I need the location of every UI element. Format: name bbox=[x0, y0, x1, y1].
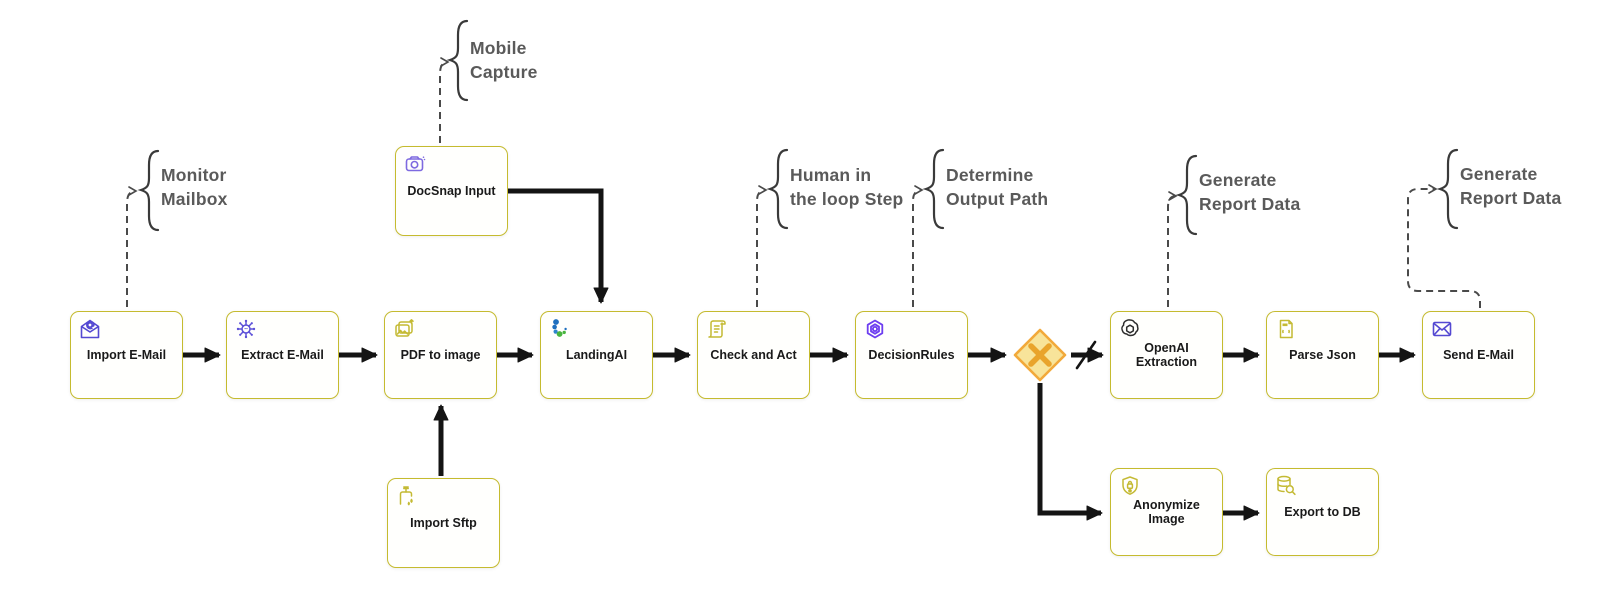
annot-line-human-loop bbox=[756, 185, 768, 307]
task-openai-extraction[interactable]: OpenAI Extraction bbox=[1110, 311, 1223, 399]
task-export-to-db[interactable]: Export to DB bbox=[1266, 468, 1379, 556]
brace-report-openai bbox=[1175, 154, 1198, 236]
scroll-icon bbox=[705, 317, 729, 341]
annotation-line: Report Data bbox=[1199, 194, 1301, 215]
task-import-email[interactable]: Import E-Mail bbox=[70, 311, 183, 399]
annotation-line: Mobile bbox=[470, 38, 527, 58]
hexagon-ring-icon bbox=[863, 317, 887, 341]
annotation-generate-report-data-send: Generate Report Data bbox=[1460, 162, 1561, 210]
camera-icon bbox=[403, 152, 427, 176]
annot-line-monitor-mailbox bbox=[126, 186, 138, 307]
task-landingai[interactable]: LandingAI bbox=[540, 311, 653, 399]
brace-output-path bbox=[922, 148, 945, 230]
task-label: Anonymize Image bbox=[1133, 498, 1200, 526]
task-send-email[interactable]: Send E-Mail bbox=[1422, 311, 1535, 399]
photos-export-icon bbox=[392, 317, 416, 341]
sftp-faucet-icon bbox=[395, 484, 419, 508]
annotation-line: Capture bbox=[470, 62, 538, 83]
task-parse-json[interactable]: Parse Json bbox=[1266, 311, 1379, 399]
annotation-line: Report Data bbox=[1460, 188, 1562, 209]
task-label: PDF to image bbox=[400, 348, 481, 362]
exclusive-gateway-x[interactable] bbox=[1012, 327, 1068, 383]
brace-report-send bbox=[1436, 148, 1459, 230]
annotation-determine-output-path: Determine Output Path bbox=[946, 163, 1048, 211]
task-docsnap-input[interactable]: DocSnap Input bbox=[395, 146, 508, 236]
task-label: Parse Json bbox=[1289, 348, 1356, 362]
flow-gateway-anonymize bbox=[1037, 383, 1103, 521]
annotation-line: Mailbox bbox=[161, 189, 228, 210]
annotation-line: the loop Step bbox=[790, 189, 904, 210]
closed-envelope-icon bbox=[1430, 317, 1454, 341]
flow-docsnap-landingai bbox=[508, 188, 609, 304]
task-extract-email[interactable]: Extract E-Mail bbox=[226, 311, 339, 399]
task-label: LandingAI bbox=[565, 348, 628, 362]
json-file-icon bbox=[1274, 317, 1298, 341]
annotation-human-in-the-loop: Human in the loop Step bbox=[790, 163, 903, 211]
annotation-mobile-capture: Mobile Capture bbox=[470, 36, 538, 84]
annotation-monitor-mailbox: Monitor Mailbox bbox=[161, 163, 228, 211]
openai-logo-icon bbox=[1118, 317, 1142, 341]
default-flow-slash bbox=[1075, 340, 1097, 370]
task-label: Import Sftp bbox=[410, 516, 477, 530]
task-label: DecisionRules bbox=[868, 348, 955, 362]
ai-hub-icon bbox=[234, 317, 258, 341]
task-decisionrules[interactable]: DecisionRules bbox=[855, 311, 968, 399]
gateway-x-icon bbox=[1028, 343, 1052, 367]
brace-mobile-capture bbox=[446, 19, 469, 102]
task-label: Import E-Mail bbox=[86, 348, 167, 362]
task-label: Send E-Mail bbox=[1443, 348, 1514, 362]
annotation-line: Output Path bbox=[946, 189, 1049, 210]
task-check-and-act[interactable]: Check and Act bbox=[697, 311, 810, 399]
annotation-line: Human in bbox=[790, 165, 872, 185]
annot-line-output-path bbox=[912, 185, 924, 307]
annot-line-mobile-capture bbox=[439, 57, 450, 143]
task-label: Export to DB bbox=[1284, 505, 1361, 519]
task-anonymize-image[interactable]: Anonymize Image bbox=[1110, 468, 1223, 556]
open-envelope-at-icon bbox=[78, 317, 102, 341]
task-label: DocSnap Input bbox=[407, 184, 496, 198]
brace-human-loop bbox=[766, 148, 789, 230]
brace-monitor-mailbox bbox=[137, 149, 160, 232]
annotation-line: Determine bbox=[946, 165, 1034, 185]
task-label: Check and Act bbox=[710, 348, 797, 362]
task-label: OpenAI Extraction bbox=[1135, 341, 1198, 369]
database-search-icon bbox=[1274, 474, 1298, 498]
task-label: Extract E-Mail bbox=[241, 348, 324, 362]
annotation-line: Generate bbox=[1199, 170, 1277, 190]
annotation-line: Generate bbox=[1460, 164, 1538, 184]
task-import-sftp[interactable]: Import Sftp bbox=[387, 478, 500, 568]
landingai-logo-icon bbox=[548, 317, 572, 341]
task-pdf-to-image[interactable]: PDF to image bbox=[384, 311, 497, 399]
annot-line-report-openai bbox=[1167, 191, 1178, 307]
shield-lock-icon bbox=[1118, 474, 1142, 498]
annotation-line: Monitor bbox=[161, 165, 227, 185]
annotation-generate-report-data-openai: Generate Report Data bbox=[1199, 168, 1300, 216]
